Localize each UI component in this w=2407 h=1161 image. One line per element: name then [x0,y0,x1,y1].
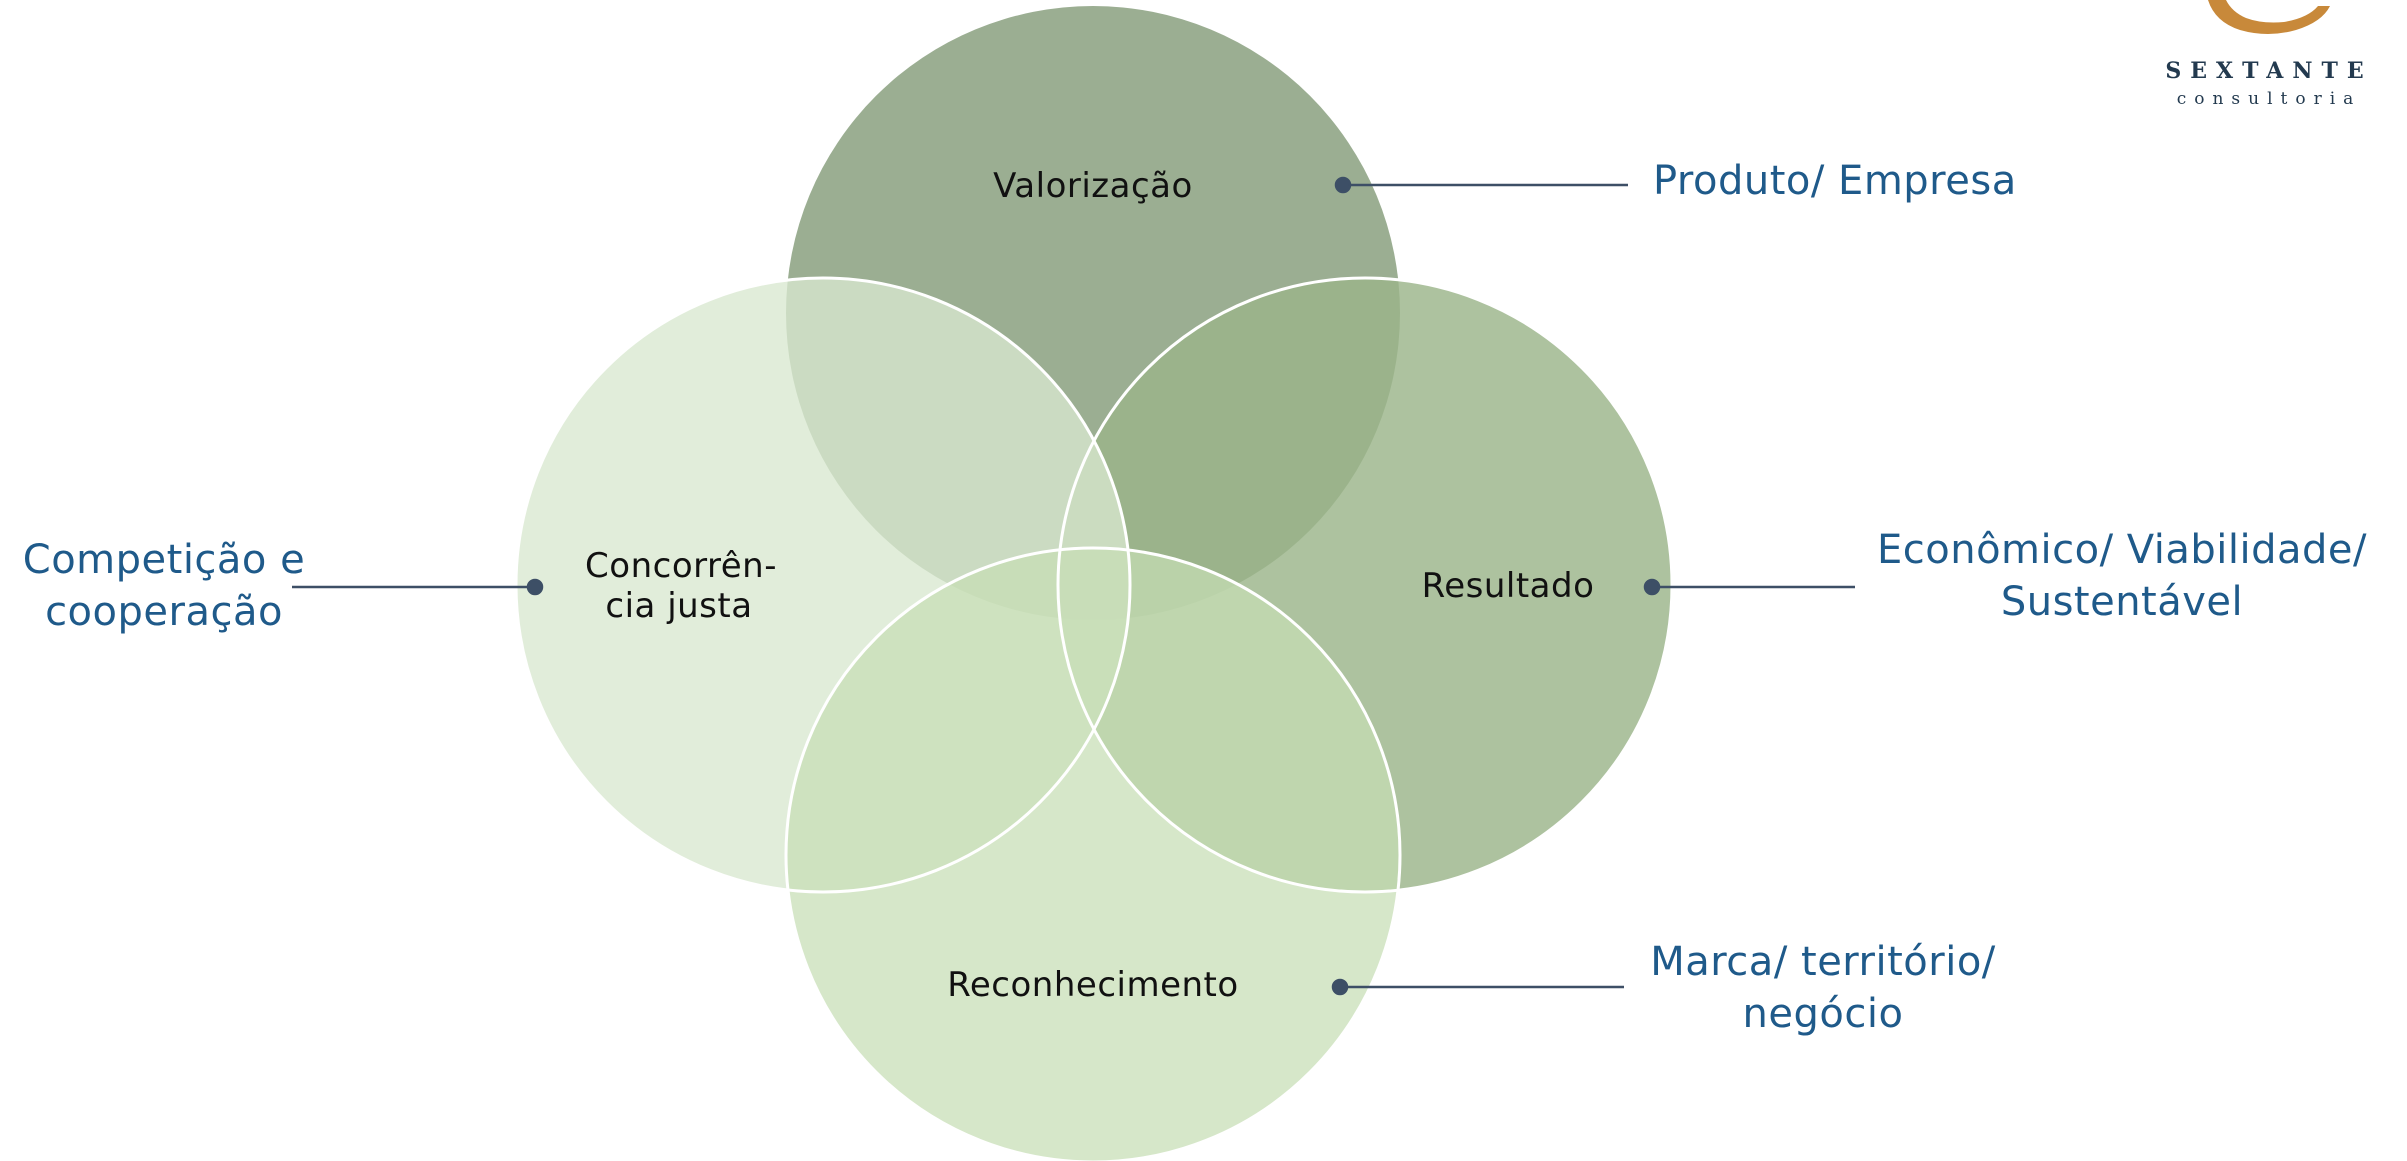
logo-boat-icon [2208,0,2330,34]
outline-resultado [1056,276,1674,894]
connector-bottom-dot [1331,978,1349,996]
connectors [292,176,1855,996]
circle-group [516,6,1672,1161]
callout-competicao-line2: cooperação [45,589,283,635]
outline-reconhecimento [784,546,1402,1161]
label-concorrencia-line1: Concorrên- [585,546,777,586]
callout-economico-line1: Econômico/ Viabilidade/ [1877,527,2367,573]
connector-left-dot [526,578,544,596]
connector-top-dot [1334,176,1352,194]
sextante-logo: SEXTANTE consultoria [2165,0,2372,109]
callout-economico-line2: Sustentável [2001,579,2243,625]
circle-outlines [514,276,1674,1161]
callout-produto-empresa: Produto/ Empresa [1653,158,2017,204]
label-resultado: Resultado [1422,566,1595,606]
logo-name: SEXTANTE [2165,58,2372,84]
label-valorizacao: Valorização [993,166,1193,206]
logo-subtitle: consultoria [2177,89,2362,109]
outline-concorrencia [514,276,1132,894]
label-reconhecimento: Reconhecimento [947,965,1238,1005]
callout-marca-line2: negócio [1743,991,1904,1037]
connector-right-dot [1643,578,1661,596]
circle-reconhecimento [786,548,1400,1161]
callout-competicao-line1: Competição e [23,537,305,583]
label-concorrencia-line2: cia justa [605,586,752,626]
callout-marca-line1: Marca/ território/ [1650,939,1996,985]
